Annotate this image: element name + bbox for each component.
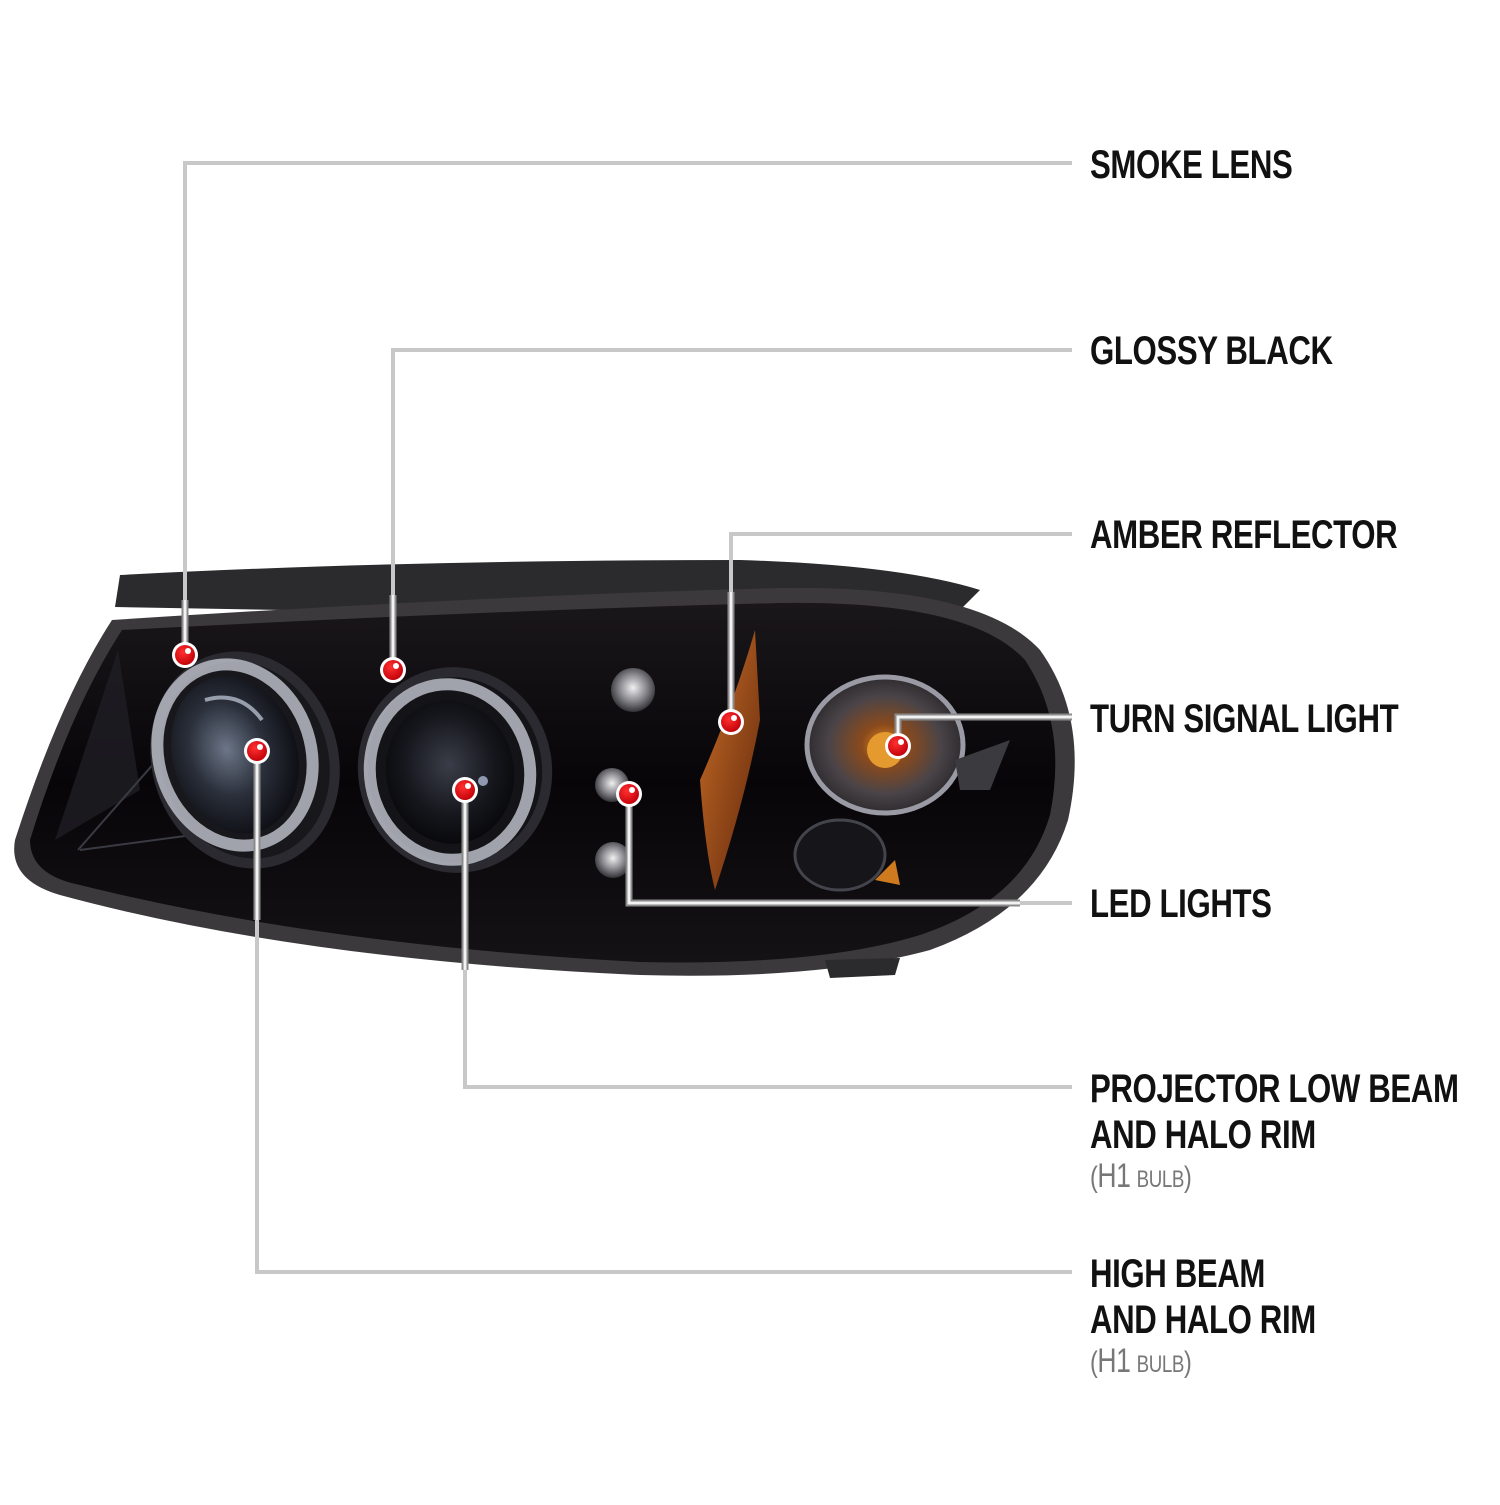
bulb-type-note: (H1 BULB): [1090, 1343, 1316, 1383]
label-high-beam: HIGH BEAM AND HALO RIM (H1 BULB): [1090, 1251, 1316, 1383]
label-led-lights: LED LIGHTS: [1090, 881, 1272, 927]
paren-open: (: [1090, 1346, 1098, 1379]
marker-dot-low-beam: [452, 777, 478, 803]
marker-dot-turn-signal: [885, 733, 911, 759]
bulb-code: H1: [1097, 1342, 1131, 1380]
label-text: GLOSSY BLACK: [1090, 329, 1333, 373]
bulb-word: BULB: [1136, 1166, 1185, 1193]
paren-close: ): [1184, 1161, 1192, 1194]
label-projector-low-beam: PROJECTOR LOW BEAM AND HALO RIM (H1 BULB…: [1090, 1066, 1459, 1198]
paren-open: (: [1090, 1161, 1098, 1194]
paren-close: ): [1184, 1346, 1192, 1379]
label-text: TURN SIGNAL LIGHT: [1090, 697, 1399, 741]
bulb-type-note: (H1 BULB): [1090, 1158, 1459, 1198]
low-beam-projector-assembly: [357, 667, 553, 873]
label-text: LED LIGHTS: [1090, 882, 1272, 926]
marker-dot-smoke-lens: [172, 642, 198, 668]
marker-dot-amber-reflector: [718, 709, 744, 735]
high-beam-assembly: [150, 651, 340, 869]
marker-dots: [172, 642, 911, 807]
marker-dot-glossy-black: [380, 657, 406, 683]
label-text: PROJECTOR LOW BEAM: [1090, 1067, 1459, 1111]
leader-glossy-black: [391, 348, 1072, 670]
label-text: SMOKE LENS: [1090, 143, 1293, 187]
label-text: AND HALO RIM: [1090, 1113, 1316, 1157]
marker-dot-high-beam: [244, 738, 270, 764]
bulb-word: BULB: [1136, 1351, 1185, 1378]
label-turn-signal-light: TURN SIGNAL LIGHT: [1090, 696, 1399, 742]
label-smoke-lens: SMOKE LENS: [1090, 142, 1293, 188]
label-text: AND HALO RIM: [1090, 1298, 1316, 1342]
amber-reflector-shape: [700, 630, 760, 890]
label-glossy-black: GLOSSY BLACK: [1090, 328, 1333, 374]
bulb-code: H1: [1097, 1157, 1131, 1195]
turn-signal-assembly: [793, 674, 1010, 892]
label-text: AMBER REFLECTOR: [1090, 513, 1398, 557]
marker-dot-led-lights: [616, 781, 642, 807]
label-text: HIGH BEAM: [1090, 1252, 1266, 1296]
label-amber-reflector: AMBER REFLECTOR: [1090, 512, 1398, 558]
leader-smoke-lens: [183, 161, 1072, 655]
leader-high-beam: [255, 751, 1072, 1274]
